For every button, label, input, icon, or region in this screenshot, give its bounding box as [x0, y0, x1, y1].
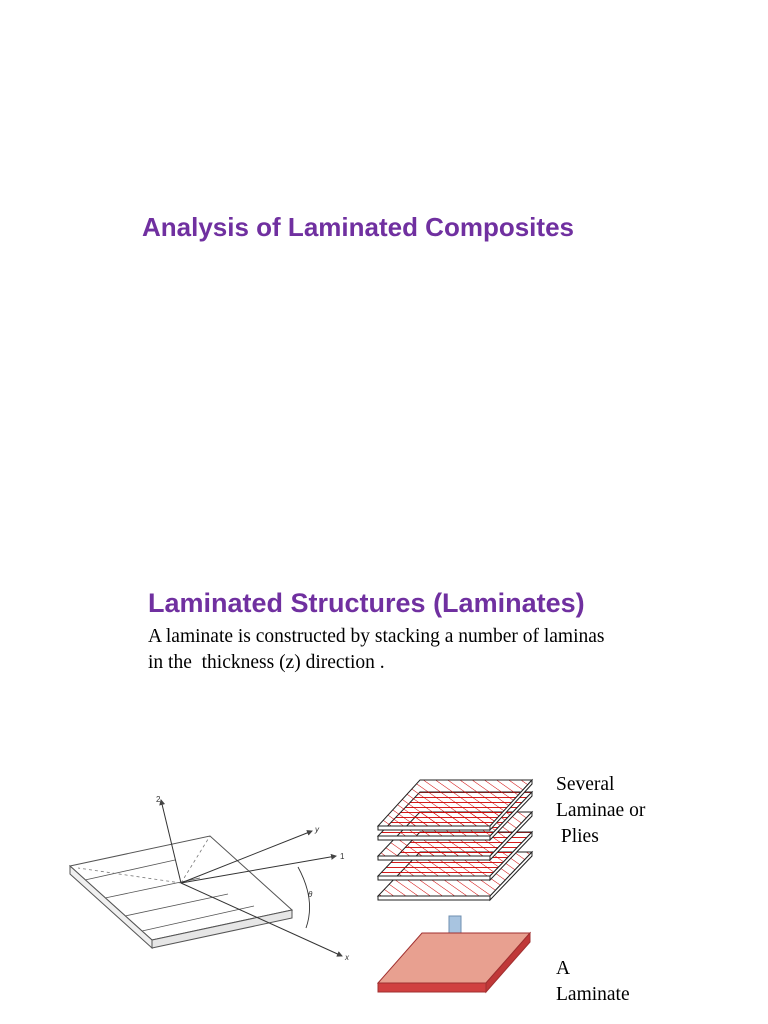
- axis-label-theta: θ: [308, 890, 313, 899]
- axis-label-1: 1: [340, 852, 345, 861]
- axis-label-y: y: [314, 825, 320, 834]
- lamina-axes-figure: 2 y 1 θ x: [68, 795, 350, 962]
- axis-label-2: 2: [156, 795, 161, 804]
- axis-label-x: x: [344, 953, 350, 962]
- laminate-slab-figure: [376, 931, 532, 994]
- laminate-label-line: Laminate: [556, 984, 630, 1005]
- laminate-label-line: A: [556, 958, 571, 979]
- section-title: Laminated Structures (Laminates): [148, 588, 585, 618]
- body-line: in the thickness (z) direction .: [148, 652, 385, 673]
- body-paragraph: A laminate is constructed by stacking a …: [148, 624, 605, 676]
- plies-label-line: Plies: [556, 826, 599, 847]
- plies-label-line: Laminae or: [556, 800, 646, 821]
- plies-label-line: Several: [556, 774, 615, 795]
- plies-label: Several Laminae or Plies: [556, 772, 645, 850]
- stacked-plies-figure: [376, 778, 534, 902]
- laminate-label: A Laminate: [556, 956, 630, 1008]
- slide-title: Analysis of Laminated Composites: [142, 212, 574, 242]
- body-line: A laminate is constructed by stacking a …: [148, 626, 605, 647]
